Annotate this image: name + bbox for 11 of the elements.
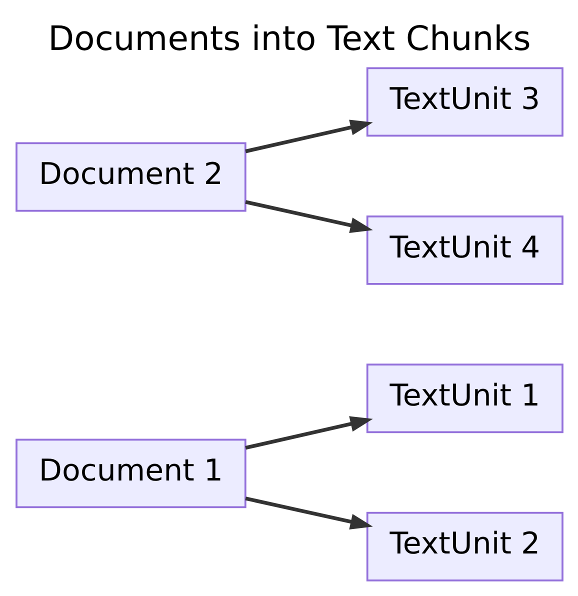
diagram-title: Documents into Text Chunks bbox=[48, 19, 530, 58]
node-box: TextUnit 4 bbox=[366, 215, 563, 285]
arrow bbox=[244, 120, 372, 154]
node-box: Document 1 bbox=[15, 438, 246, 508]
node-box: TextUnit 1 bbox=[366, 364, 563, 434]
node-box: TextUnit 3 bbox=[366, 67, 563, 137]
arrow bbox=[244, 416, 372, 450]
node-box: Document 2 bbox=[15, 142, 246, 212]
arrow bbox=[244, 200, 372, 233]
arrow bbox=[244, 496, 372, 530]
node-box: TextUnit 2 bbox=[366, 512, 563, 582]
